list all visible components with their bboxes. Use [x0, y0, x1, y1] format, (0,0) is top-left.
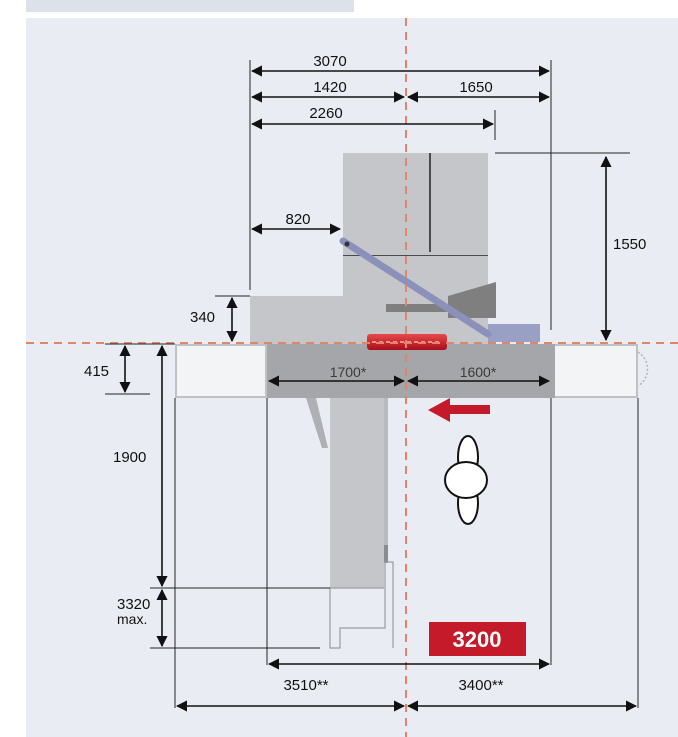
- swing-arm: [339, 237, 492, 338]
- header-bar: [26, 0, 354, 12]
- model-badge: 3200: [429, 622, 526, 656]
- dim-table-height: 1550: [613, 236, 646, 253]
- machine-left-block: [250, 296, 350, 344]
- table-extension-right: [555, 346, 636, 396]
- sliding-table-section: [267, 344, 555, 398]
- saw-carriage-plate: [488, 324, 540, 342]
- dim-extension-value: 3320: [117, 596, 150, 613]
- machine-body: [250, 153, 540, 344]
- carriage-column: [330, 398, 384, 588]
- dim-top-left: 1420: [313, 79, 346, 96]
- machine-upper-block: [343, 153, 488, 261]
- dim-top-total: 3070: [313, 53, 346, 70]
- dim-bottom-right: 3400**: [458, 677, 503, 694]
- feed-direction-arrow-icon: [428, 398, 490, 422]
- table-extension-left: [177, 346, 265, 396]
- dim-extension-note: max.: [117, 611, 147, 627]
- dim-top-right: 1650: [459, 79, 492, 96]
- dim-left-offset: 340: [190, 309, 215, 326]
- dim-top-mid: 2260: [309, 105, 342, 122]
- dim-inner-right: 1600*: [460, 364, 497, 380]
- dim-inner-left: 1700*: [330, 364, 367, 380]
- extension-lines: [105, 60, 639, 708]
- dim-carriage-length: 1900: [113, 449, 146, 466]
- dim-arm-reach: 820: [285, 211, 310, 228]
- main-table: [175, 344, 649, 398]
- model-badge-label: 3200: [453, 627, 502, 652]
- operator-position-icon: [444, 435, 488, 525]
- support-strut: [306, 398, 328, 448]
- dim-rail-offset: 415: [84, 363, 109, 380]
- dim-bottom-left: 3510**: [283, 677, 328, 694]
- saw-motor-unit: [448, 282, 496, 318]
- dimension-arrows: [119, 65, 638, 712]
- lower-frame: [306, 398, 394, 649]
